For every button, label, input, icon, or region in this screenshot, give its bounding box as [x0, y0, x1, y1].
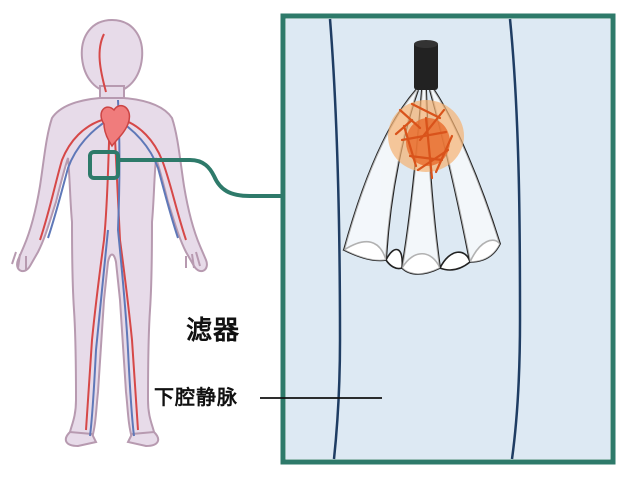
body-head: [80, 18, 144, 94]
clot-strands: [394, 102, 454, 180]
vein-wall-right: [508, 18, 522, 460]
human-body: [11, 18, 208, 448]
heart-icon: [100, 104, 131, 148]
vein-lumen: [286, 19, 340, 459]
body-torso: [16, 97, 208, 441]
filter-label: 滤器: [186, 316, 241, 346]
blood-clot-icon: [388, 100, 464, 180]
zoom-panel: [280, 13, 616, 465]
ivc-label: 下腔静脉: [154, 385, 238, 409]
filter-hub-top: [414, 40, 438, 48]
left-foot: [64, 430, 98, 448]
ivc-highlight-box: [88, 150, 120, 180]
connector-line: [118, 158, 284, 198]
vein-lumen-right: [510, 19, 610, 459]
filter-hub: [414, 42, 438, 90]
vein-wall-left: [328, 18, 342, 460]
body-neck: [99, 85, 125, 99]
right-foot: [126, 430, 160, 448]
left-hand: [11, 251, 27, 270]
right-hand: [185, 251, 201, 269]
